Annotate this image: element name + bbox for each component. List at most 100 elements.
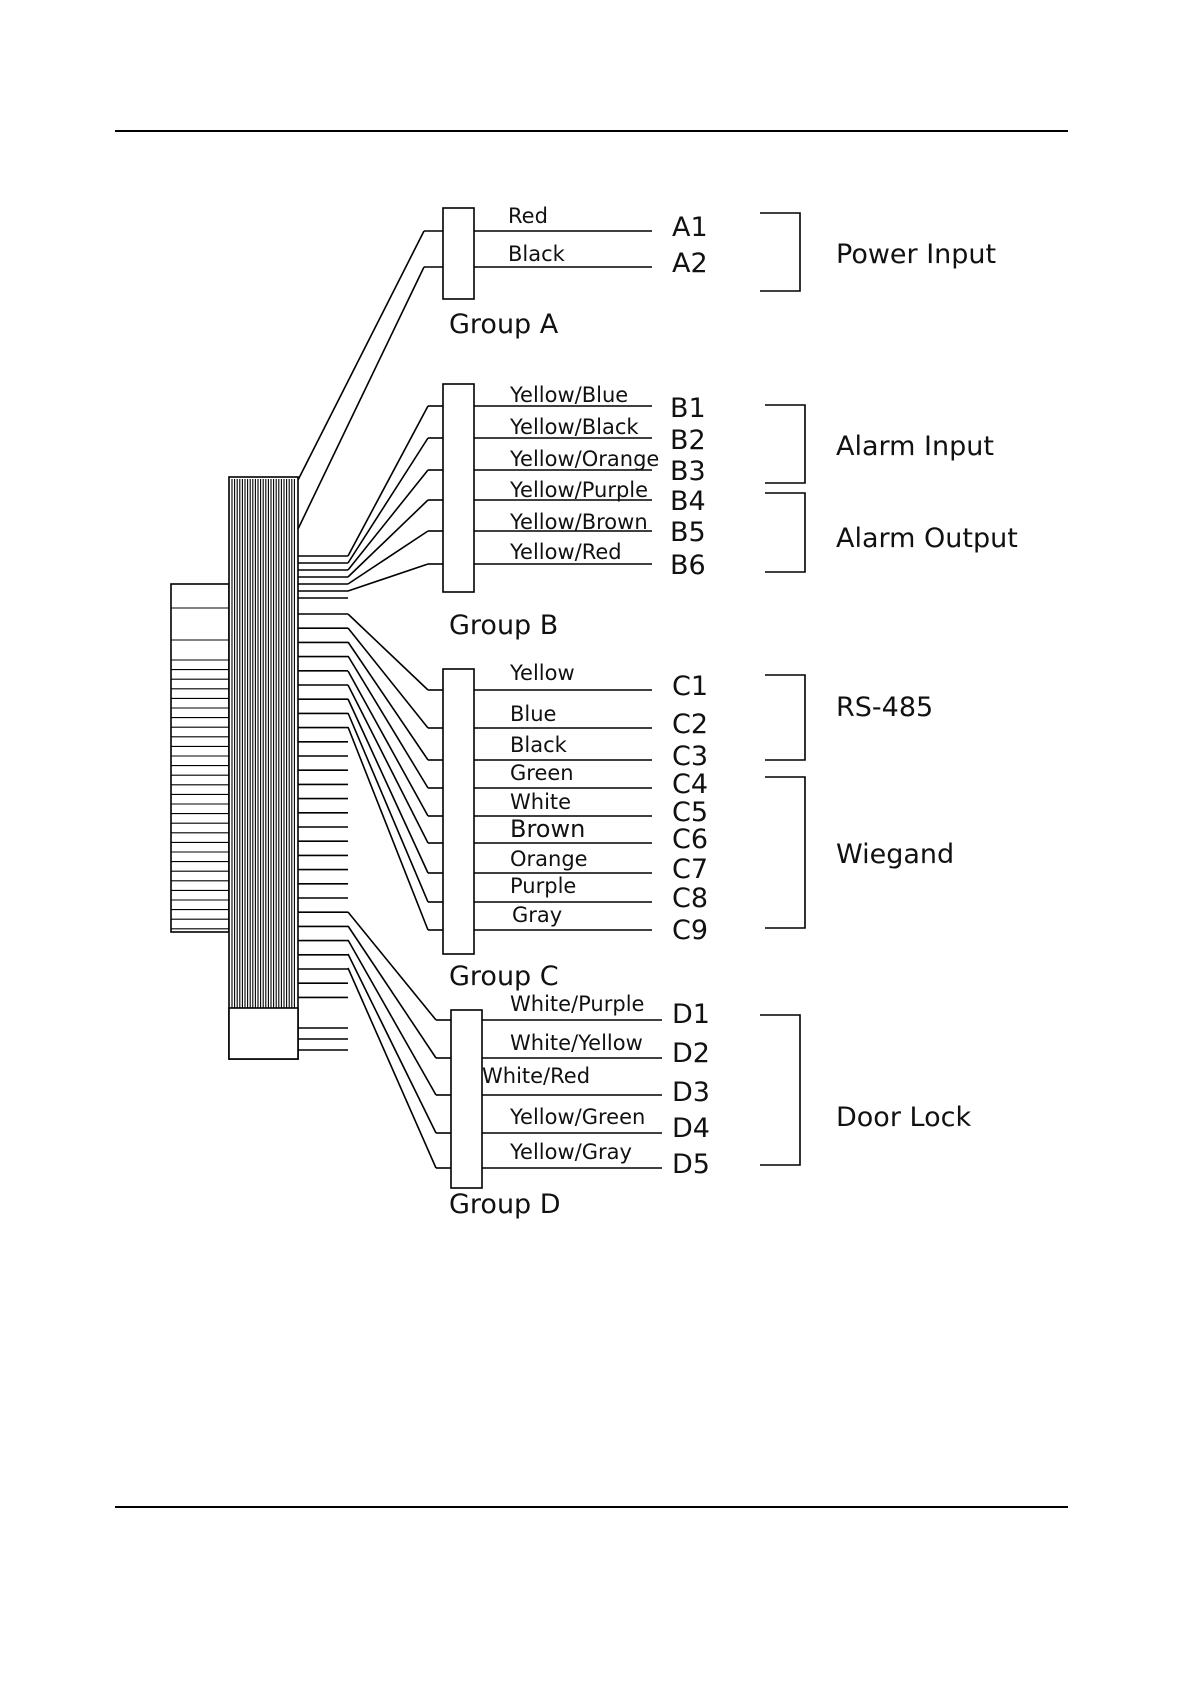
bracket-door-lock <box>760 1014 801 1166</box>
wire-label-b3: Yellow/Orange <box>509 447 659 471</box>
pin-c8: C8 <box>672 883 708 914</box>
harness-line <box>347 939 437 1096</box>
group-c-block <box>442 668 475 955</box>
wire-label-b2: Yellow/Black <box>509 415 639 439</box>
pin-a1: A1 <box>672 212 708 243</box>
harness-line <box>347 613 429 691</box>
wire-label-d2: White/Yellow <box>510 1031 643 1055</box>
function-door-lock: Door Lock <box>836 1102 971 1133</box>
bracket-wiegand <box>765 776 806 929</box>
wire-label-d1: White/Purple <box>510 992 644 1016</box>
group-d: White/Purple White/Yellow White/Red Yell… <box>347 911 710 1220</box>
harness-d <box>347 911 451 1169</box>
wire-label-c9: Gray <box>512 903 562 927</box>
connector-hatch <box>231 479 295 1008</box>
harness-a-2 <box>297 266 425 530</box>
pin-c4: C4 <box>672 769 708 800</box>
group-a-block <box>442 207 475 300</box>
group-b-block <box>442 383 475 593</box>
wire-label-b5: Yellow/Brown <box>509 510 648 534</box>
group-d-label: Group D <box>449 1189 561 1220</box>
function-wiegand: Wiegand <box>836 839 954 870</box>
group-c: Yellow Blue Black Green White Brown Oran… <box>347 613 708 992</box>
wire-label-c2: Blue <box>510 702 556 726</box>
group-d-block <box>450 1009 483 1189</box>
pin-b2: B2 <box>670 425 706 456</box>
harness-line <box>347 684 429 844</box>
function-power-input: Power Input <box>836 239 996 270</box>
wire-label-b4: Yellow/Purple <box>509 478 648 502</box>
group-a: Red Black A1 A2 Group A <box>297 204 708 530</box>
device-side-lines <box>171 607 229 930</box>
harness-line <box>347 967 437 1169</box>
pin-b1: B1 <box>670 393 706 424</box>
bracket-rs485 <box>765 674 806 761</box>
wire-label-d3: White/Red <box>482 1064 590 1088</box>
pin-d1: D1 <box>672 999 710 1030</box>
wire-label-c6: Brown <box>510 815 585 843</box>
wire-label-b6: Yellow/Red <box>509 540 622 564</box>
wire-label-d4: Yellow/Green <box>509 1105 645 1129</box>
harness-c <box>347 613 443 931</box>
wire-label-c8: Purple <box>510 874 576 898</box>
pin-c6: C6 <box>672 824 708 855</box>
group-b-label: Group B <box>449 610 558 641</box>
wires-d <box>482 1019 662 1169</box>
harness-line <box>347 670 429 817</box>
wire-label-c1: Yellow <box>509 661 575 685</box>
wire-label-a2: Black <box>508 242 566 266</box>
group-a-label: Group A <box>449 309 559 340</box>
group-c-label: Group C <box>449 961 559 992</box>
pin-d4: D4 <box>672 1113 710 1144</box>
page-header-rule <box>115 130 1068 132</box>
harness-a-1 <box>297 230 425 481</box>
pin-a2: A2 <box>672 248 708 279</box>
harness-line <box>347 712 429 903</box>
pin-c2: C2 <box>672 709 708 740</box>
wire-label-c5: White <box>510 790 571 814</box>
wire-label-d5: Yellow/Gray <box>509 1140 632 1164</box>
function-brackets <box>760 212 806 1166</box>
wire-label-b1: Yellow/Blue <box>509 383 628 407</box>
harness-line <box>347 641 429 761</box>
device-body <box>170 476 348 1060</box>
harness-line <box>347 627 429 729</box>
harness-line <box>347 405 429 557</box>
harness-line <box>347 437 429 564</box>
bracket-power-input <box>760 212 801 292</box>
function-alarm-output: Alarm Output <box>836 523 1018 554</box>
wire-label-a1: Red <box>508 204 548 228</box>
wires-c <box>474 689 652 931</box>
pin-c7: C7 <box>672 854 708 885</box>
connector-pin-stubs <box>298 555 348 1051</box>
harness-line <box>347 726 429 931</box>
pin-c1: C1 <box>672 671 708 702</box>
bracket-alarm-output <box>765 492 806 573</box>
harness-line <box>347 655 429 789</box>
wire-label-c3: Black <box>510 733 568 757</box>
pin-c5: C5 <box>672 797 708 828</box>
pin-b5: B5 <box>670 517 706 548</box>
page-footer-rule <box>115 1506 1068 1508</box>
group-b: Yellow/Blue Yellow/Black Yellow/Orange Y… <box>347 383 706 641</box>
bracket-alarm-input <box>765 404 806 484</box>
harness-line <box>347 469 429 571</box>
harness-line <box>347 698 429 874</box>
pin-c3: C3 <box>672 741 708 772</box>
harness-line <box>347 911 437 1021</box>
harness-b <box>347 405 443 592</box>
wire-label-c4: Green <box>510 761 574 785</box>
function-alarm-input: Alarm Input <box>836 431 994 462</box>
pin-b6: B6 <box>670 550 706 581</box>
function-rs485: RS-485 <box>836 692 933 723</box>
pin-d3: D3 <box>672 1077 710 1108</box>
wire-label-c7: Orange <box>510 847 588 871</box>
harness-line <box>347 530 429 585</box>
harness-line <box>347 563 429 592</box>
pin-b4: B4 <box>670 486 706 517</box>
harness-line <box>347 499 429 578</box>
pin-c9: C9 <box>672 915 708 946</box>
harness-line <box>347 953 437 1134</box>
pin-b3: B3 <box>670 456 706 487</box>
